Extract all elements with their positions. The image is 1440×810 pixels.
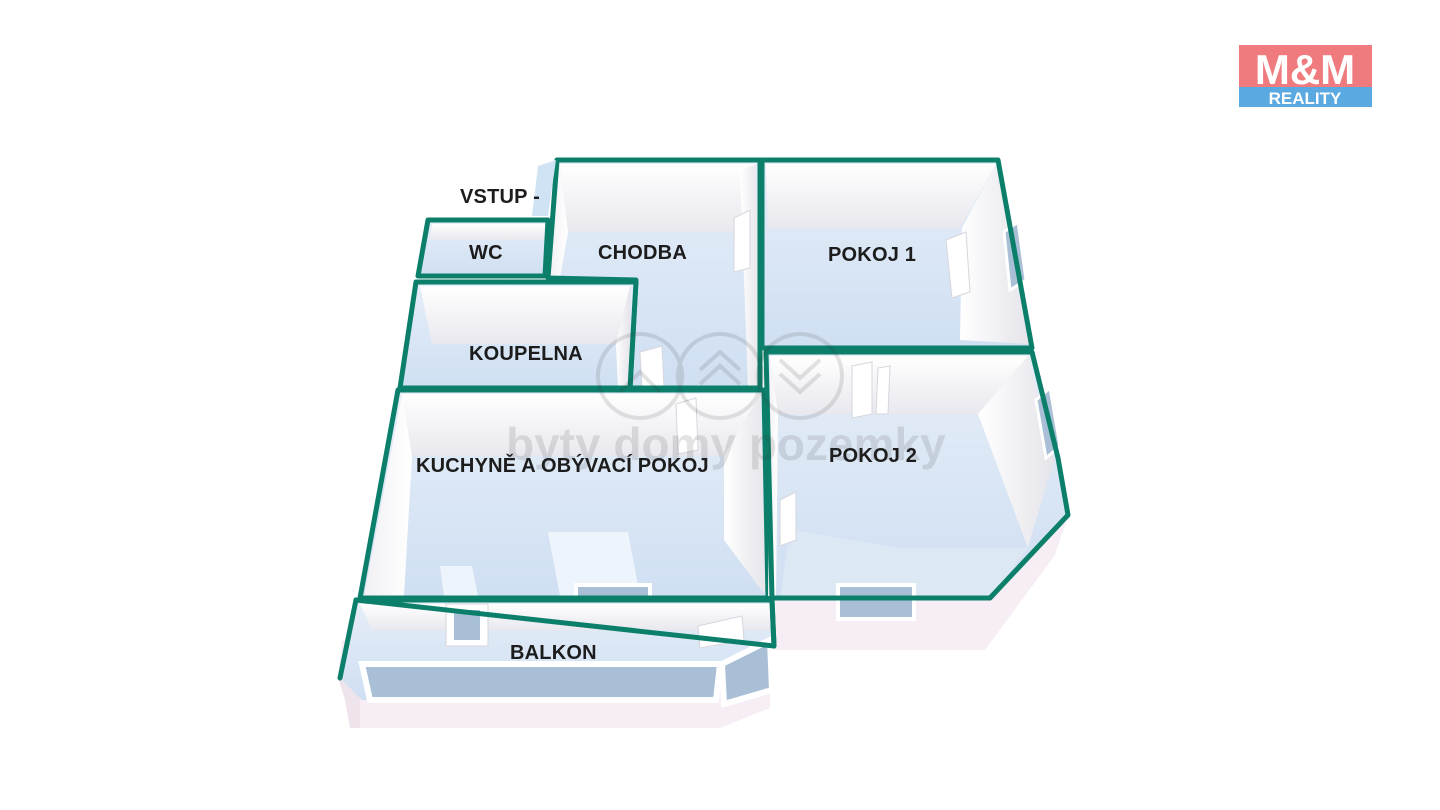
room-label-balkon: BALKON (510, 642, 597, 664)
logo-brand-text: M&M (1255, 46, 1355, 93)
room-wc (415, 217, 551, 279)
entrance-marker: VSTUP - (460, 160, 556, 216)
room-label-chodba: CHODBA (598, 242, 687, 264)
room-label-koupelna: KOUPELNA (469, 343, 583, 365)
room-label-pokoj-1: POKOJ 1 (828, 244, 916, 266)
room-balkon (337, 597, 777, 708)
watermark: byty domy pozemky (506, 332, 946, 470)
watermark-text: byty domy pozemky (506, 418, 946, 470)
room-label-pokoj-2: POKOJ 2 (829, 445, 917, 467)
brand-logo: M&M REALITY (1239, 45, 1372, 108)
room-label-kuchyne: KUCHYNĚ A OBÝVACÍ POKOJ (416, 453, 709, 477)
room-pokoj-2 (763, 349, 1071, 621)
house-circles-icon (596, 332, 844, 420)
room-pokoj-1 (759, 157, 1035, 351)
room-label-wc: WC (469, 242, 503, 264)
entrance-label: VSTUP - (460, 186, 540, 208)
room-koupelna (397, 279, 639, 391)
logo-sub-text: REALITY (1269, 89, 1342, 108)
